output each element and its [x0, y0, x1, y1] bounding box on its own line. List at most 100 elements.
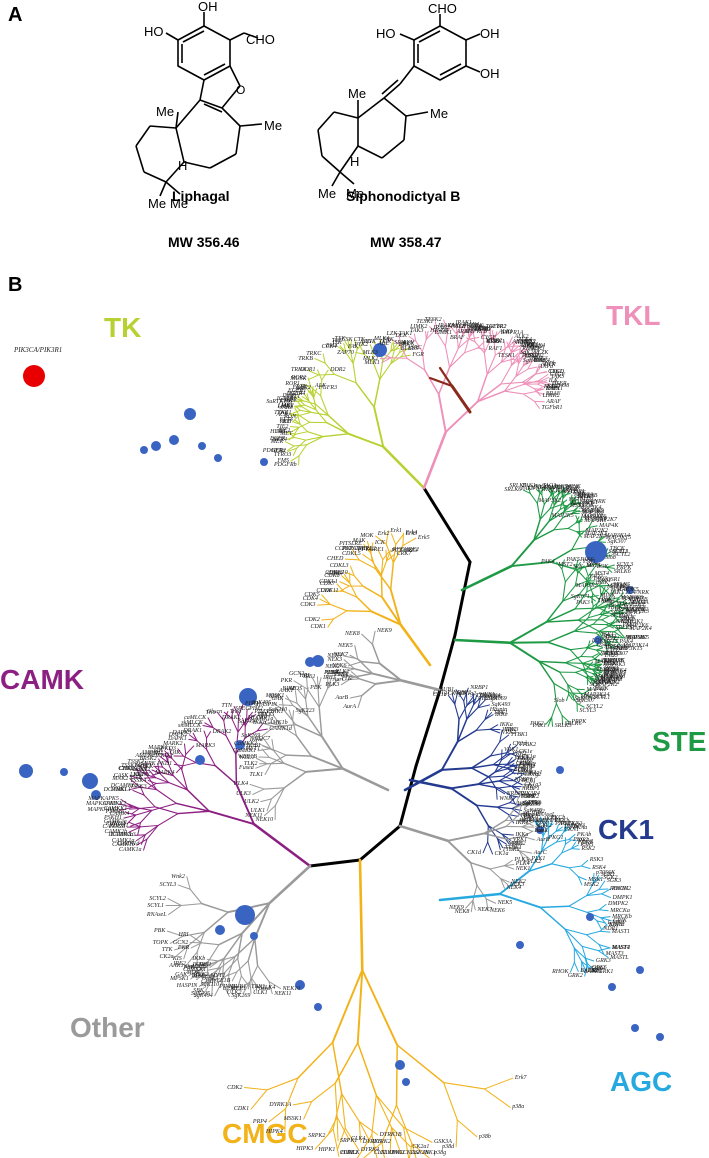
kinase-label: CDK4 — [302, 596, 318, 603]
kinase-label: BUB1 — [439, 686, 455, 693]
branch-agc — [599, 924, 608, 932]
branch-cmgc — [371, 1134, 378, 1158]
branch-ste — [593, 668, 603, 672]
kinase-label: MLK2 — [362, 355, 379, 362]
branch-tk — [286, 445, 295, 452]
branch-cmgc — [332, 610, 348, 620]
kinase-label: KHS2 — [631, 607, 646, 614]
branch-tkl — [482, 337, 485, 354]
kinase-label: QIK — [169, 749, 181, 756]
kinase-label: BRAF — [545, 391, 561, 398]
branch-other — [293, 680, 308, 690]
kinase-label: SCYL1 — [535, 817, 552, 824]
kinase-label: MNK2 — [112, 776, 129, 783]
branch-ste — [536, 492, 541, 504]
branch-agc — [580, 859, 589, 867]
branch-cmgc — [395, 1104, 413, 1145]
kinase-label: PIM2 — [249, 706, 263, 713]
branch-ste — [570, 494, 573, 504]
kinase-label: PLK1 — [531, 855, 546, 862]
inhibition-sphere — [373, 343, 387, 357]
kinase-label: SCYL3 — [524, 800, 541, 807]
branch-tkl — [415, 340, 423, 352]
inhibition-sphere — [140, 446, 148, 454]
branch-other — [257, 748, 272, 752]
kinase-label: TAK1 — [398, 330, 413, 337]
branch-cmgc — [358, 1120, 362, 1143]
branch-tkl — [486, 361, 502, 375]
branch-ste — [567, 684, 574, 695]
kinase-label: NEK10 — [255, 816, 274, 823]
branch-other — [266, 798, 272, 812]
kinase-label: DLK — [395, 333, 407, 340]
kinase-label: MAP3K2 — [538, 498, 561, 505]
kinase-label: ZAK — [447, 323, 459, 330]
branch-ste — [529, 492, 538, 504]
kinase-label: TRKC — [306, 350, 322, 357]
branch-cmgc — [385, 530, 389, 545]
branch-ste — [562, 489, 566, 499]
branch-agc — [598, 909, 609, 912]
kinase-label: SgK069 — [487, 696, 507, 703]
kinase-label: PSKH1 — [103, 815, 122, 822]
branch-tk — [310, 411, 329, 416]
kinase-label: p38b — [478, 1133, 491, 1140]
branch-tkl — [523, 380, 540, 385]
kinase-label: MELK — [137, 764, 154, 771]
branch-ste — [569, 647, 587, 651]
kinase-label: HER4 — [272, 437, 288, 444]
inhibition-sphere — [636, 966, 644, 974]
branch-ck1 — [498, 785, 513, 789]
branch-agc — [569, 961, 575, 973]
branch-other — [201, 902, 229, 913]
kinase-label: TTN — [221, 703, 233, 710]
group-label-tkl: TKL — [606, 300, 661, 331]
branch-camk — [135, 768, 143, 780]
kinase-label: MET — [280, 431, 293, 438]
branch-cmgc — [385, 543, 394, 564]
kinase-label: MST3 — [586, 562, 601, 569]
kinase-label: caMLCK — [184, 714, 207, 721]
kinase-label: SCYL2 — [613, 552, 631, 559]
branch-agc — [551, 852, 563, 865]
branch-ck1 — [502, 769, 513, 777]
branch-other — [264, 805, 276, 817]
branch-ste — [573, 623, 594, 632]
kinase-label: CDK9 — [327, 571, 343, 578]
branch-ste — [593, 664, 602, 670]
branch-ste — [607, 589, 615, 601]
branch-cmgc — [357, 1042, 377, 1096]
branch-other — [378, 662, 403, 682]
kinase-label: SRC — [410, 345, 422, 352]
branch-ste — [598, 630, 614, 638]
kinase-label: CK1g2 — [459, 690, 477, 697]
branch-other — [247, 960, 252, 979]
branch-ste — [543, 494, 552, 505]
kinase-label: DAPK3 — [172, 730, 192, 737]
branch-ste — [588, 525, 598, 529]
branch-other — [187, 951, 198, 965]
kinase-label: TTK — [341, 675, 352, 682]
kinase-label: PKCe — [528, 818, 544, 825]
branch-cmgc — [250, 1089, 268, 1110]
liphagal-h: H — [178, 158, 187, 173]
branch-other — [267, 722, 282, 727]
branch-other — [483, 819, 507, 835]
branch-ste — [545, 608, 576, 623]
branch-ste — [571, 535, 581, 551]
branch-ste — [612, 613, 622, 619]
kinase-label: DLK — [544, 362, 556, 369]
kinase-label: BARK1 — [583, 968, 602, 975]
branch-other — [224, 957, 239, 973]
branch-camk — [182, 755, 197, 764]
branch-agc — [555, 829, 563, 832]
kinase-label: HPK1 — [582, 500, 598, 507]
branch-other — [360, 660, 381, 665]
branch-tk — [308, 374, 320, 380]
branch-other — [352, 672, 374, 679]
kinase-label: HGK — [595, 579, 609, 586]
kinase-label: MAP2K3 — [594, 659, 617, 665]
kinome-tree — [19, 319, 664, 1158]
branch-other — [218, 955, 236, 962]
branch-camk — [175, 802, 211, 812]
